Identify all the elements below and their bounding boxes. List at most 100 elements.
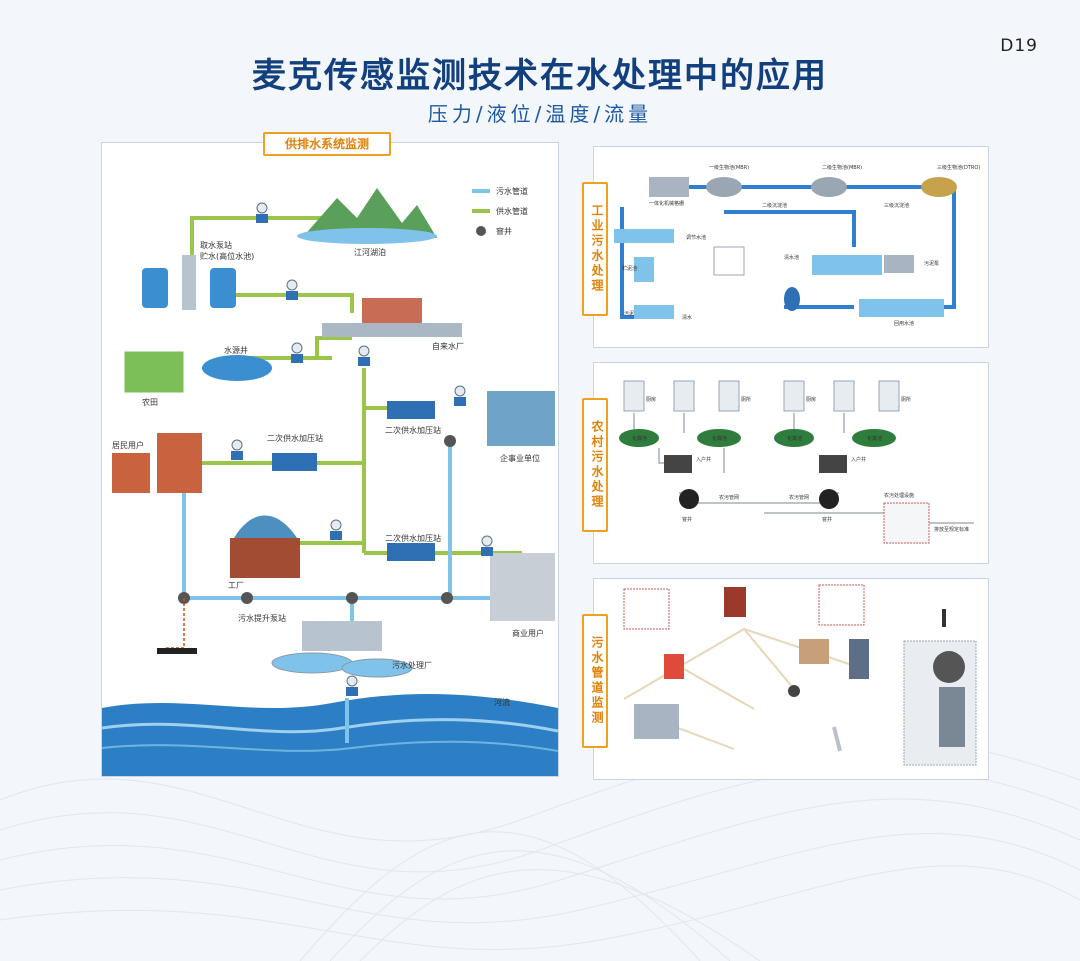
flowmeter-group — [231, 202, 493, 696]
controller-icon — [713, 246, 745, 276]
flowmeter-icon — [291, 342, 303, 363]
manhole-icon — [788, 685, 800, 697]
flowmeter-icon — [358, 345, 370, 366]
label-farmland: 农田 — [142, 397, 158, 407]
grid-inlet-a — [664, 455, 692, 473]
coarse-screen-icon — [649, 177, 689, 197]
label-coarse-screen: 一体化机械格栅 — [649, 200, 684, 207]
equalization-tank — [614, 229, 674, 243]
clean-tank — [812, 255, 882, 275]
sludge-pump-icon — [884, 255, 914, 273]
legend-supply: 供水管道 — [496, 206, 528, 216]
label-intake: 取水泵站 — [200, 240, 232, 250]
label-booster-c: 二次供水加压站 — [385, 533, 441, 543]
flowmeter-icon — [454, 385, 466, 406]
intake-tank-icon — [142, 255, 236, 310]
label-septic-a: 化粪池 — [632, 435, 647, 442]
label-kitchen-b: 厨房 — [806, 396, 816, 403]
label-toilet-a: 厕所 — [741, 396, 751, 403]
mountain-lake-icon — [297, 188, 437, 244]
tower-icon — [849, 639, 869, 679]
label-equalization: 调节水池 — [686, 234, 706, 241]
label-tank1: 一级生物池(MBR) — [709, 164, 749, 171]
label-sewage-lift: 污水提升泵站 — [238, 613, 286, 623]
label-septic-b: 化粪池 — [712, 435, 727, 442]
industrial-panel: 一体化机械格栅 一级生物池(MBR) 二级生物池(MBR) 三级生物池(DTRO… — [593, 146, 989, 348]
flowmeter-icon — [481, 535, 493, 556]
flowmeter-icon — [330, 519, 342, 540]
booster-pump-a — [272, 453, 317, 471]
pump-station-icon — [664, 654, 684, 679]
well-shaft-icon — [939, 687, 965, 747]
rural-panel: 厨房 厕所 厨房 厕所 化粪池 化粪池 化粪池 化粪池 入户井 入户井 窨井 窨… — [593, 362, 989, 564]
reuse-tank — [859, 299, 944, 317]
label-station: 农污处理设施 — [884, 492, 914, 499]
bio-tank-3 — [921, 177, 957, 197]
label-clean-tank: 清水池 — [784, 254, 799, 261]
page-title: 麦克传感监测技术在水处理中的应用 — [252, 56, 828, 96]
booster-pump-c — [387, 543, 435, 561]
residential-building-icon — [112, 433, 202, 493]
sensor-box-a — [623, 588, 670, 630]
label-booster-a: 二次供水加压站 — [267, 433, 323, 443]
label-tank2: 二级生物池(MBR) — [822, 164, 862, 171]
label-sludge: 污泥 — [624, 310, 634, 317]
label-sewage-plant: 污水处理厂 — [392, 660, 432, 670]
industrial-diagram: 一体化机械格栅 一级生物池(MBR) 二级生物池(MBR) 三级生物池(DTRO… — [614, 164, 980, 327]
label-river: 河流 — [494, 697, 510, 707]
label-waterworks: 自来水厂 — [432, 341, 464, 351]
bio-tank-1 — [706, 177, 742, 197]
label-well: 水源井 — [224, 345, 248, 355]
page-subtitle: 压力/液位/温度/流量 — [427, 102, 653, 126]
supply-pipes — [190, 216, 522, 555]
flowmeter-icon — [346, 675, 358, 696]
manhole-cover-icon — [933, 651, 965, 683]
label-river-lake: 江河湖泊 — [354, 247, 386, 257]
rural-diagram: 厨房 厕所 厨房 厕所 化粪池 化粪池 化粪池 化粪池 入户井 入户井 窨井 窨… — [619, 380, 974, 544]
label-storage: 贮水(高位水池) — [200, 251, 254, 261]
rural-panel-tag: 农村污水处理 — [582, 398, 608, 532]
label-clarifier2: 三级沉淀池 — [884, 202, 909, 209]
label-tank3: 三级生物池(DTRO) — [937, 164, 980, 171]
label-sludge-tank: 贮泥池 — [622, 265, 637, 272]
pipe-monitor-diagram — [623, 584, 977, 766]
pipe-panel-tag: 污水管道监测 — [582, 614, 608, 748]
farmland-icon — [123, 350, 185, 394]
septic-tank-icons — [619, 429, 896, 447]
page-number: D19 — [1000, 36, 1038, 56]
label-sludge-pump: 污泥泵 — [924, 260, 939, 267]
supply-drainage-panel: 河流 — [101, 142, 559, 777]
label-clean-water: 清水 — [682, 314, 692, 321]
label-pipe-b: 农污管网 — [789, 494, 809, 501]
supply-drainage-diagram: 河流 — [101, 186, 559, 776]
label-clarifier1: 二级沉淀池 — [762, 202, 787, 209]
legend-manhole: 窨井 — [496, 226, 512, 236]
flowmeter-icon — [256, 202, 268, 223]
grid-inlet-b — [819, 455, 847, 473]
label-septic-c: 化粪池 — [787, 435, 802, 442]
pipe-monitor-panel — [593, 578, 989, 780]
house-icons — [623, 380, 900, 412]
manhole-b-icon — [819, 489, 839, 509]
label-septic-d: 化粪池 — [867, 435, 882, 442]
label-kitchen-a: 厨房 — [646, 396, 656, 403]
label-reuse: 回用水池 — [894, 320, 914, 327]
label-institution: 企事业单位 — [500, 453, 540, 463]
plant-icon — [634, 704, 679, 739]
river — [102, 693, 558, 776]
label-inlet-a: 入户井 — [696, 456, 711, 463]
flowmeter-icon — [286, 279, 298, 300]
label-factory: 工厂 — [228, 581, 244, 590]
house-icon — [799, 639, 829, 664]
label-manhole-a: 窨井 — [682, 516, 692, 523]
institution-building-icon — [487, 391, 555, 446]
commercial-building-icon — [490, 553, 555, 621]
probe-icon — [832, 726, 842, 752]
label-pipe-a: 农污管网 — [719, 494, 739, 501]
flowmeter-icon — [231, 439, 243, 460]
label-commercial: 商业用户 — [512, 628, 544, 638]
supply-panel-tag: 供排水系统监测 — [263, 132, 391, 156]
label-manhole-b: 窨井 — [822, 516, 832, 523]
legend: 污水管道 供水管道 窨井 — [472, 186, 528, 236]
label-toilet-b: 厕所 — [901, 396, 911, 403]
